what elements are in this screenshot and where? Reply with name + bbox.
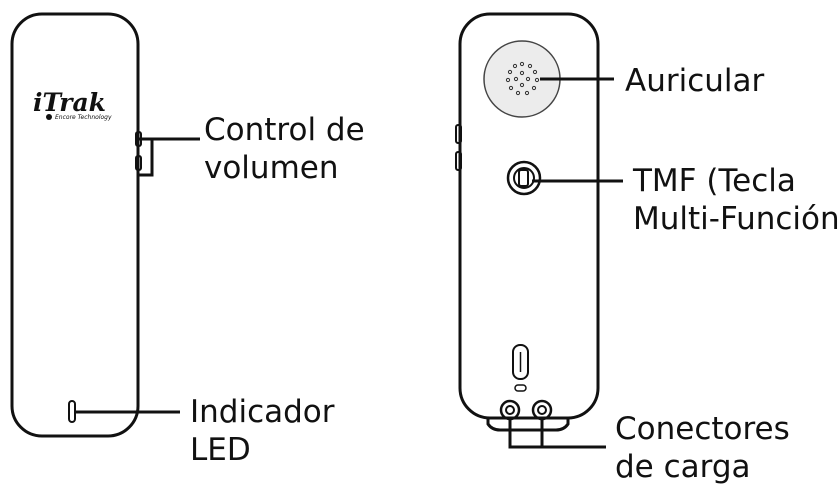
charging-connector-right-pin xyxy=(537,405,547,415)
label-led-line2: LED xyxy=(190,432,251,468)
chargers-callout-line xyxy=(508,419,544,449)
back-side-button-2 xyxy=(455,151,462,171)
charging-connector-left-pin xyxy=(505,405,515,415)
label-led-indicator: Indicador LED xyxy=(190,393,335,469)
volume-callout-line xyxy=(139,137,154,177)
back-device xyxy=(455,12,600,432)
label-led-line1: Indicador xyxy=(190,394,335,430)
charging-connector-left xyxy=(499,399,521,421)
label-earpiece: Auricular xyxy=(625,63,765,99)
multi-function-key-switch xyxy=(518,169,529,187)
bottom-indicator xyxy=(514,384,527,392)
label-chargers-line1: Conectores xyxy=(615,411,790,447)
volume-button-down xyxy=(135,155,142,171)
back-device-body xyxy=(458,12,600,420)
label-charging-connectors: Conectores de carga xyxy=(615,410,790,486)
label-mfk-line2: Multi-Función) xyxy=(633,201,840,237)
front-device xyxy=(10,12,142,438)
back-callouts xyxy=(508,77,623,449)
label-volume-control: Control de volumen xyxy=(204,111,365,187)
charging-connector-right xyxy=(531,399,553,421)
multi-function-key xyxy=(506,160,542,196)
front-device-body xyxy=(10,12,140,438)
multi-function-key-inner xyxy=(513,167,535,189)
back-side-button-1 xyxy=(455,124,462,144)
label-volume-line2: volumen xyxy=(204,150,339,186)
back-device-bottom-cap xyxy=(486,418,570,432)
label-volume-line1: Control de xyxy=(204,112,365,148)
brand-logo: iTrak xyxy=(33,88,106,117)
led-indicator xyxy=(68,400,76,423)
brand-subtitle: Encore Technology xyxy=(55,114,112,121)
label-mfk-line1: TMF (Tecla xyxy=(633,163,796,199)
bottom-slot xyxy=(512,344,529,380)
label-chargers-line2: de carga xyxy=(615,449,751,485)
brand-logo-icon xyxy=(46,114,52,120)
front-callouts xyxy=(75,137,200,414)
earpiece-holes xyxy=(505,61,540,96)
label-multi-function-key: TMF (Tecla Multi-Función) xyxy=(633,162,840,238)
